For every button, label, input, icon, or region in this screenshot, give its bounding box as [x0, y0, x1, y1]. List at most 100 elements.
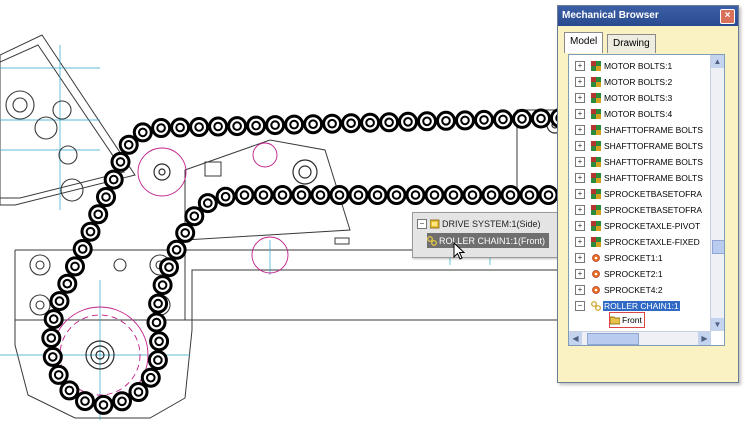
- chain-roller: [410, 190, 421, 200]
- tab-drawing[interactable]: Drawing: [607, 34, 656, 53]
- tree-child-label: Front: [622, 315, 642, 325]
- chain-roller: [327, 118, 337, 129]
- scroll-up-icon[interactable]: ▲: [711, 55, 724, 68]
- expand-icon[interactable]: +: [575, 61, 585, 71]
- chain-link: [140, 367, 161, 388]
- chain-roller: [353, 190, 364, 200]
- chain-link: [234, 185, 255, 206]
- chain-link: [151, 118, 172, 138]
- tree-item[interactable]: +SHAFTTOFRAME BOLTS: [569, 123, 704, 137]
- scroll-left-icon[interactable]: ◀: [569, 332, 582, 345]
- collapse-icon[interactable]: −: [417, 218, 427, 229]
- close-icon[interactable]: ×: [720, 9, 735, 24]
- chain-link: [329, 185, 350, 205]
- expand-icon[interactable]: +: [575, 173, 585, 183]
- bolt-assembly-icon: [591, 109, 601, 119]
- chain-roller: [232, 121, 242, 131]
- expand-icon[interactable]: +: [575, 157, 585, 167]
- chain-roller: [108, 174, 119, 185]
- scroll-thumb[interactable]: [712, 240, 724, 254]
- expand-icon[interactable]: +: [575, 221, 585, 231]
- expand-icon[interactable]: +: [575, 285, 585, 295]
- chain-link: [152, 275, 173, 296]
- tree-item[interactable]: +SPROCKETAXLE-PIVOT: [569, 219, 701, 233]
- scroll-down-icon[interactable]: ▼: [711, 318, 724, 331]
- chain-link: [103, 169, 124, 190]
- chain-link: [272, 185, 293, 205]
- chain-roller: [505, 190, 516, 200]
- tree-item[interactable]: +MOTOR BOLTS:1: [569, 59, 673, 73]
- chain-roller: [194, 122, 204, 132]
- tree-item[interactable]: +SHAFTTOFRAME BOLTS: [569, 155, 704, 169]
- collapse-icon[interactable]: −: [575, 301, 585, 311]
- tree-item[interactable]: +SPROCKET1:1: [569, 251, 664, 265]
- chain-link: [341, 113, 362, 134]
- tree-item[interactable]: + MOTOR BOLTS:4: [569, 107, 673, 121]
- chain-roller: [101, 192, 111, 202]
- expand-icon[interactable]: +: [575, 77, 585, 87]
- roller-chain[interactable]: [41, 108, 570, 415]
- tab-model[interactable]: Model: [564, 32, 604, 53]
- chain-roller: [422, 116, 432, 127]
- chain-roller: [48, 314, 59, 324]
- tree-item-label: MOTOR BOLTS:2: [604, 77, 673, 87]
- chain-link: [208, 116, 229, 137]
- model-tree[interactable]: +MOTOR BOLTS:1+MOTOR BOLTS:2+MOTOR BOLTS…: [568, 54, 725, 346]
- tree-item[interactable]: +SPROCKETBASETOFRA: [569, 187, 703, 201]
- chain-roller: [189, 211, 200, 221]
- vertical-scrollbar[interactable]: ▲ ▼: [710, 55, 724, 331]
- expand-icon[interactable]: +: [575, 205, 585, 215]
- chain-roller: [64, 385, 75, 396]
- chain-link: [310, 185, 331, 205]
- bolt-assembly-icon: [591, 157, 601, 167]
- chain-roller: [251, 120, 261, 131]
- chain-link: [367, 185, 388, 205]
- tree-item[interactable]: +SPROCKET4:2: [569, 283, 664, 297]
- popup-item-roller-chain[interactable]: ROLLER CHAIN1:1(Front): [427, 233, 550, 248]
- tree-item[interactable]: +SPROCKETAXLE-FIXED: [569, 235, 701, 249]
- tree-item[interactable]: −ROLLER CHAIN1:1: [569, 299, 680, 313]
- chain-roller: [384, 117, 394, 128]
- chain-link: [424, 185, 445, 205]
- expand-icon[interactable]: +: [575, 125, 585, 135]
- expand-icon[interactable]: +: [575, 237, 585, 247]
- chain-roller: [157, 280, 168, 290]
- tree-item[interactable]: +MOTOR BOLTS:3: [569, 91, 673, 105]
- chain-roller: [138, 127, 148, 138]
- expand-icon[interactable]: +: [575, 109, 585, 119]
- expand-icon[interactable]: +: [575, 269, 585, 279]
- chain-roller: [77, 244, 88, 254]
- horizontal-scrollbar[interactable]: ◀ ▶: [569, 331, 711, 345]
- chain-roller: [429, 190, 440, 200]
- expand-icon[interactable]: +: [575, 93, 585, 103]
- browser-titlebar[interactable]: Mechanical Browser ×: [558, 6, 738, 26]
- chain-link: [481, 185, 502, 205]
- tree-item[interactable]: +SHAFTTOFRAME BOLTS: [569, 139, 704, 153]
- tree-item[interactable]: +SHAFTTOFRAME BOLTS: [569, 171, 704, 185]
- bolt-assembly-icon: [591, 205, 601, 215]
- popup-item-label: ROLLER CHAIN1:1(Front): [439, 235, 546, 246]
- expand-icon[interactable]: +: [575, 253, 585, 263]
- tree-item[interactable]: + MOTOR BOLTS:2: [569, 75, 673, 89]
- expand-icon[interactable]: +: [575, 141, 585, 151]
- chain-link: [42, 346, 63, 367]
- tree-item-label: SPROCKET2:1: [604, 269, 663, 279]
- mechanical-browser-window[interactable]: Mechanical Browser × Model Drawing +MOTO…: [557, 5, 739, 383]
- chain-roller: [543, 190, 554, 200]
- tree-item[interactable]: + SPROCKET2:1: [569, 267, 664, 281]
- chain-link: [147, 350, 168, 371]
- chain-roller: [486, 190, 497, 200]
- bolt-assembly-icon: [591, 77, 601, 87]
- chain-roller: [479, 115, 489, 125]
- chain-roller: [391, 190, 402, 200]
- popup-item-drive-system[interactable]: − DRIVE SYSTEM:1(Side): [417, 216, 541, 231]
- tree-item[interactable]: +SPROCKETBASETOFRA: [569, 203, 703, 217]
- scroll-thumb-horizontal[interactable]: [587, 333, 639, 345]
- expand-icon[interactable]: +: [575, 189, 585, 199]
- tree-child-front[interactable]: Front: [609, 312, 645, 328]
- chain-roller: [372, 190, 383, 200]
- tree-item-label: MOTOR BOLTS:4: [604, 109, 673, 119]
- selection-popup[interactable]: − DRIVE SYSTEM:1(Side) ROLLER CHAIN1:1(F…: [412, 212, 562, 258]
- scroll-right-icon[interactable]: ▶: [698, 332, 711, 345]
